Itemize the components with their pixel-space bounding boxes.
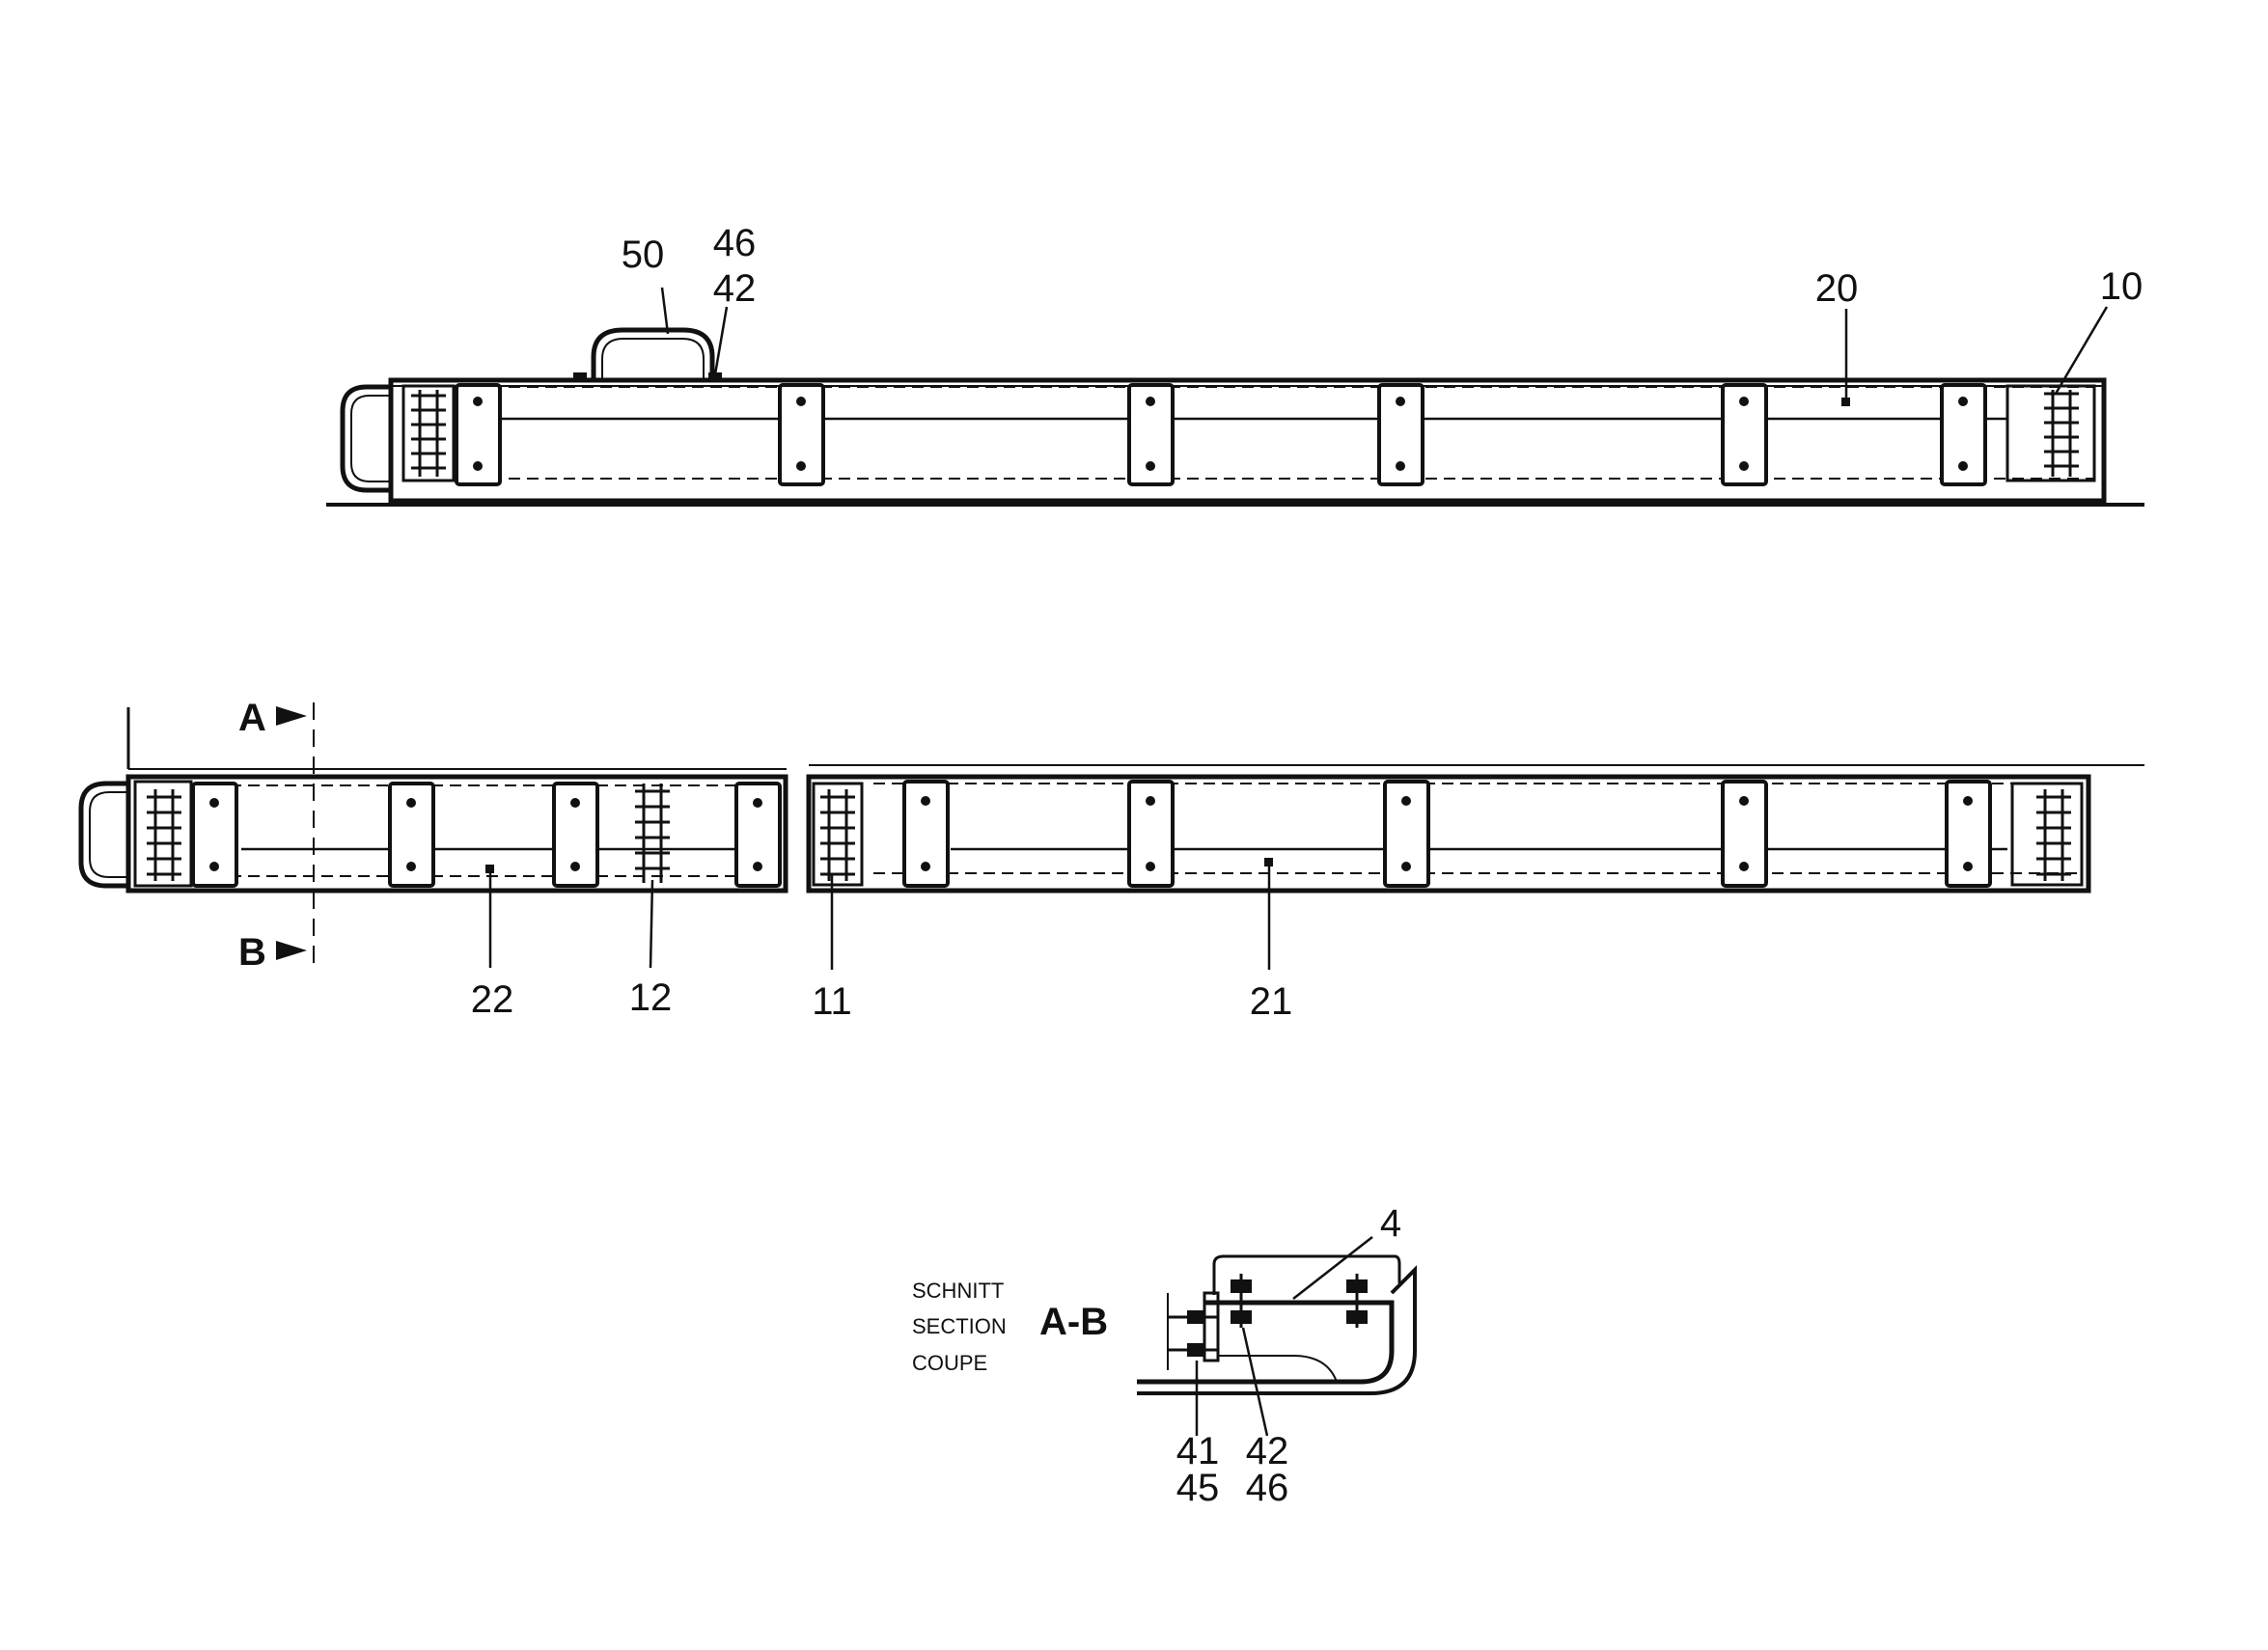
right-clamp-4 [1721, 780, 1768, 888]
callout-50: 50 [622, 234, 665, 276]
section-name: A-B [1039, 1301, 1108, 1343]
carry-handle-inner [601, 338, 705, 379]
section-title-fr: COUPE [912, 1351, 987, 1375]
section-cover [1212, 1254, 1401, 1295]
upper-clamp-5 [1721, 383, 1768, 486]
chain-part-11 [820, 789, 855, 881]
callout-42-section: 42 [1246, 1430, 1289, 1472]
left-segment-bolts [209, 798, 762, 871]
leader-4 [1292, 1236, 1373, 1300]
callout-21: 21 [1250, 980, 1293, 1023]
right-clamp-3 [1383, 780, 1430, 888]
left-clamp-2 [388, 782, 435, 888]
chain-part-12 [635, 784, 670, 883]
section-marker-a: A [238, 697, 266, 739]
part-21-marker [1264, 858, 1273, 866]
right-end-chain [2036, 789, 2071, 881]
callout-45: 45 [1176, 1467, 1220, 1509]
callout-10: 10 [2100, 265, 2144, 308]
upper-clamp-bolts [473, 397, 1968, 471]
leader-42-46 [1241, 1327, 1269, 1437]
carry-handle [591, 327, 715, 379]
section-profile [1137, 1300, 1395, 1385]
section-detail: SCHNITT SECTION COUPE A-B 4 41 45 42 46 [912, 1202, 1417, 1509]
upper-end-handle-inner [350, 395, 391, 482]
callout-46-section: 46 [1246, 1467, 1289, 1509]
middle-end-handle [78, 781, 128, 889]
upper-left-chain [411, 390, 446, 477]
upper-left-chain-block [401, 384, 456, 482]
section-inner-curve [1218, 1355, 1338, 1383]
leader-10 [2054, 306, 2109, 395]
right-segment-body [806, 774, 2091, 894]
section-title-de: SCHNITT [912, 1279, 1004, 1303]
left-clamp-4 [734, 782, 782, 888]
handle-nut-left [573, 372, 587, 380]
handle-nut-right [708, 372, 722, 380]
left-segment-body [125, 774, 788, 894]
callout-42-top: 42 [713, 267, 757, 310]
section-outer-profile [1137, 1265, 1417, 1395]
callout-20: 20 [1815, 267, 1859, 310]
callout-46-top: 46 [713, 222, 757, 264]
section-plate [1203, 1291, 1220, 1362]
part-20-marker [1841, 398, 1850, 406]
left-segment-chain [147, 789, 181, 881]
section-marker-b: B [238, 931, 266, 974]
callout-12: 12 [629, 976, 673, 1019]
callout-11: 11 [812, 980, 852, 1023]
upper-clamp-4 [1377, 383, 1424, 486]
leader-42-46 [713, 306, 729, 375]
callout-41: 41 [1176, 1430, 1220, 1472]
leader-12 [649, 879, 654, 969]
upper-clamp-3 [1127, 383, 1175, 486]
right-clamp-5 [1945, 780, 1992, 888]
section-title-en: SECTION [912, 1314, 1007, 1338]
right-end-chain-block [2010, 782, 2084, 887]
upper-clamp-6 [1940, 383, 1987, 486]
right-segment-chain-block [812, 782, 864, 887]
upper-clamp-2 [778, 383, 825, 486]
callout-22: 22 [471, 978, 514, 1021]
callout-4: 4 [1380, 1202, 1401, 1245]
middle-end-handle-inner [89, 791, 128, 878]
left-segment-clamps [191, 782, 782, 888]
right-segment-bolts [921, 796, 1973, 871]
upper-end-handle [340, 384, 391, 493]
upper-right-chain [2044, 390, 2079, 477]
upper-clamp-1 [455, 383, 502, 486]
left-clamp-3 [552, 782, 599, 888]
middle-assembly: A B [78, 697, 2144, 1023]
left-clamp-1 [191, 782, 238, 888]
arrow-a [276, 706, 307, 726]
upper-assembly: 50 46 42 20 10 [326, 222, 2144, 507]
leader-50 [660, 287, 670, 335]
upper-right-chain-block [2005, 384, 2096, 482]
upper-clamps [455, 383, 1987, 486]
arrow-b [276, 941, 307, 960]
upper-rail-body [388, 377, 2107, 504]
right-clamp-2 [1127, 780, 1175, 888]
right-segment-clamps [902, 780, 1992, 888]
right-clamp-1 [902, 780, 950, 888]
part-22-marker [485, 865, 494, 873]
